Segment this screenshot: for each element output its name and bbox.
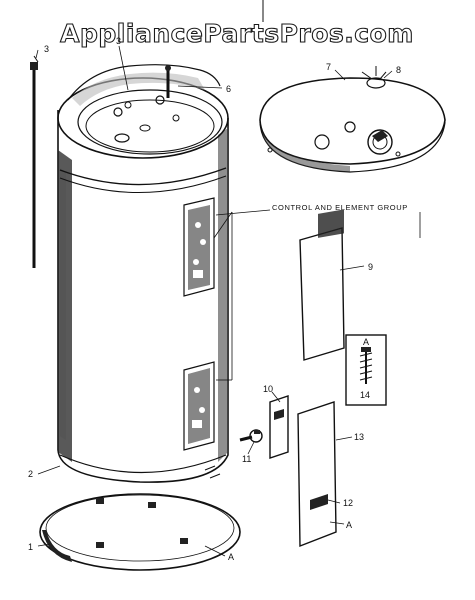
leader-lines [35, 45, 421, 557]
thermostat-bracket [269, 395, 289, 459]
top-cover [259, 77, 446, 173]
callout-3-top: 3 [116, 36, 121, 46]
callout-9: 9 [368, 262, 373, 272]
callout-2: 2 [28, 469, 33, 479]
dip-tube [30, 55, 39, 268]
callout-a-base: A [228, 552, 234, 562]
callout-1: 1 [28, 542, 33, 552]
lower-control-access [183, 361, 215, 451]
callout-8: 8 [396, 65, 401, 75]
screw [345, 334, 387, 406]
callout-14: 14 [360, 390, 370, 400]
element-terminal [239, 429, 263, 443]
callout-12: 12 [343, 498, 353, 508]
callout-3-left: 3 [44, 44, 49, 54]
site-watermark: AppliancePartsPros.com [60, 19, 414, 48]
upper-control-access [183, 197, 215, 297]
base-pan [39, 493, 241, 571]
control-element-group-label: CONTROL AND ELEMENT GROUP [272, 203, 408, 212]
inlet-plug [361, 66, 387, 89]
access-cover-lower [297, 401, 337, 548]
callout-11: 11 [242, 454, 251, 464]
callout-10: 10 [263, 384, 273, 394]
callout-13: 13 [354, 432, 364, 442]
water-heater-tank [57, 64, 229, 483]
callout-6: 6 [226, 84, 231, 94]
callout-7: 7 [326, 62, 331, 72]
callout-a-panel: A [346, 520, 352, 530]
top-fittings [113, 95, 180, 143]
access-cover-upper [299, 209, 345, 361]
callout-a-screw: A [363, 337, 369, 347]
